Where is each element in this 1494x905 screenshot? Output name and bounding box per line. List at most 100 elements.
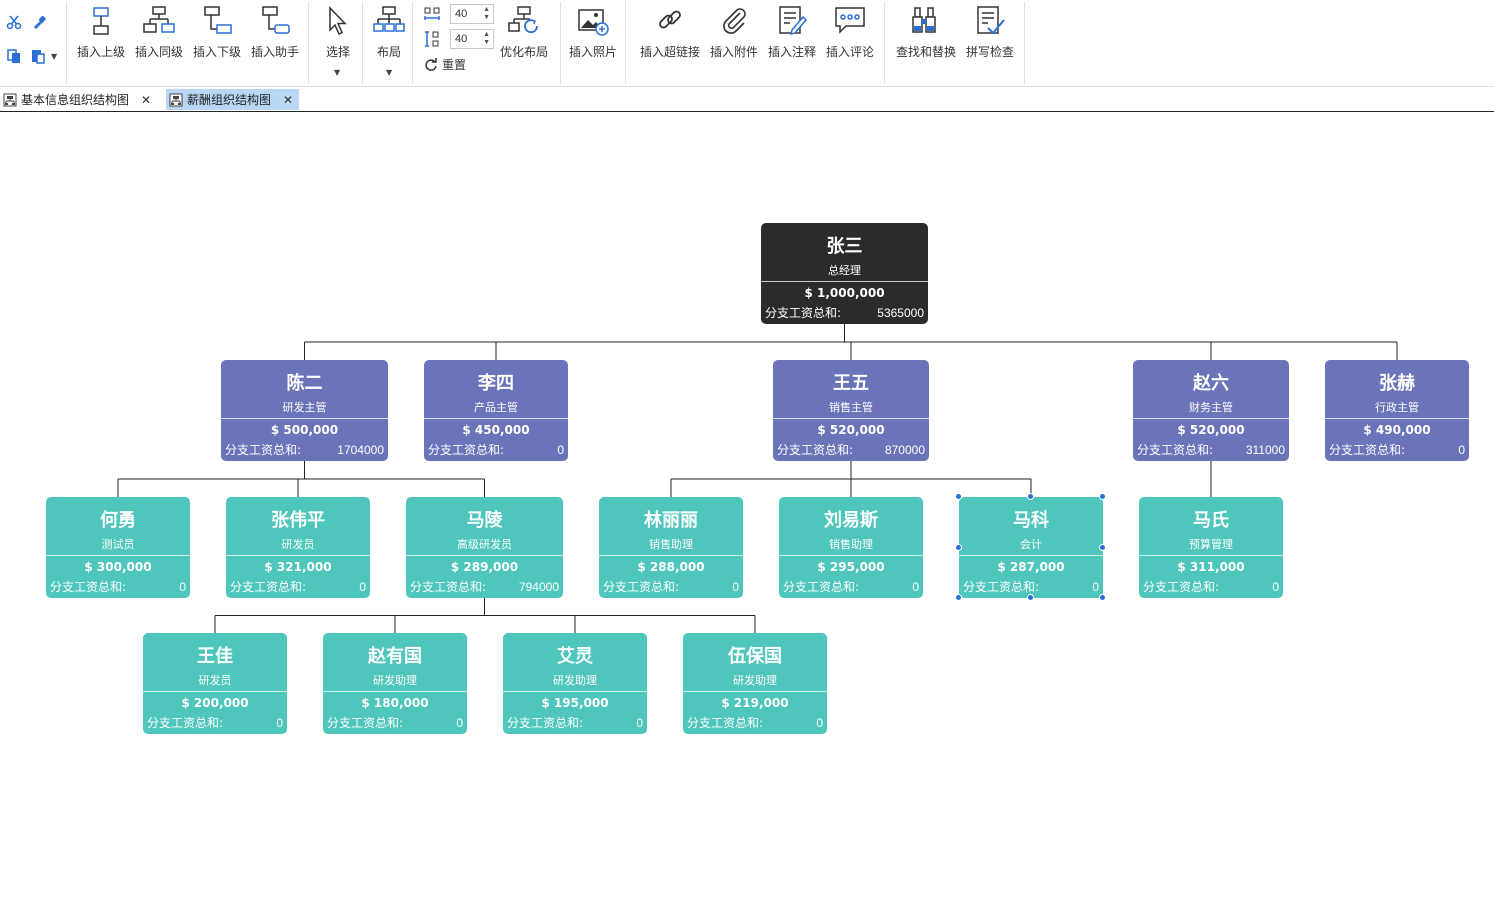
copy-icon[interactable] bbox=[6, 48, 22, 68]
insert-assistant-label: 插入助手 bbox=[251, 45, 300, 59]
spinner-arrows-icon[interactable]: ▲▼ bbox=[483, 6, 490, 21]
tab-label: 基本信息组织结构图 bbox=[21, 93, 130, 107]
insert-note-button[interactable]: 插入注释 bbox=[768, 4, 816, 66]
optimize-layout-button[interactable]: 优化布局 bbox=[500, 4, 548, 66]
insert-superior-button[interactable]: 插入上级 bbox=[77, 4, 125, 66]
select-button[interactable]: 选择 bbox=[322, 4, 354, 66]
node-name: 张三 bbox=[826, 236, 863, 257]
format-painter-icon[interactable] bbox=[31, 14, 47, 34]
selection-handle[interactable] bbox=[955, 543, 962, 551]
node-salary: $ 288,000 bbox=[637, 560, 705, 574]
node-name: 陈二 bbox=[286, 373, 323, 394]
node-divider bbox=[599, 555, 743, 556]
branch-sum-value: 311000 bbox=[1245, 443, 1285, 457]
insert-assistant-button[interactable]: 插入助手 bbox=[251, 4, 299, 66]
node-name: 王佳 bbox=[197, 646, 233, 667]
selection-handle[interactable] bbox=[1099, 543, 1106, 551]
paste-icon[interactable] bbox=[30, 48, 46, 68]
insert-subordinate-label: 插入下级 bbox=[193, 45, 242, 59]
horizontal-spacing-input[interactable]: 40 ▲▼ bbox=[450, 4, 494, 24]
node-divider bbox=[323, 691, 467, 692]
insert-comment-button[interactable]: 插入评论 bbox=[826, 4, 874, 66]
insert-sibling-button[interactable]: 插入同级 bbox=[135, 4, 183, 66]
insert-superior-label: 插入上级 bbox=[77, 45, 126, 59]
tab-basic-info-chart[interactable]: 基本信息组织结构图 ✕ bbox=[0, 89, 157, 110]
node-title: 研发助理 bbox=[553, 674, 597, 687]
insert-attachment-button[interactable]: 插入附件 bbox=[710, 4, 758, 66]
layout-button[interactable]: 布局 bbox=[373, 4, 405, 66]
node-branch-sum: 分支工资总和:311000 bbox=[1133, 441, 1289, 461]
node-branch-sum: 分支工资总和:0 bbox=[424, 441, 568, 461]
branch-sum-value: 5365000 bbox=[877, 306, 924, 320]
select-dropdown-icon[interactable]: ▼ bbox=[334, 68, 341, 77]
node-branch-sum: 分支工资总和:0 bbox=[1139, 578, 1283, 598]
paste-dropdown-icon[interactable]: ▼ bbox=[51, 52, 58, 61]
comment-bubble-icon bbox=[835, 7, 865, 34]
cut-icon[interactable] bbox=[6, 14, 22, 34]
insert-attachment-label: 插入附件 bbox=[710, 45, 759, 59]
find-replace-button[interactable]: 查找和替换 bbox=[896, 4, 956, 66]
branch-sum-label: 分支工资总和: bbox=[765, 306, 842, 320]
branch-sum-value: 0 bbox=[636, 716, 643, 730]
node-name: 李四 bbox=[478, 373, 514, 394]
selection-handle[interactable] bbox=[1027, 594, 1034, 601]
selection-handle[interactable] bbox=[1099, 594, 1106, 601]
node-title: 会计 bbox=[1020, 538, 1042, 551]
tab-salary-chart[interactable]: 薪酬组织结构图 ✕ bbox=[166, 89, 300, 110]
node-divider bbox=[683, 691, 827, 692]
node-divider bbox=[424, 418, 568, 419]
close-icon[interactable]: ✕ bbox=[141, 92, 152, 107]
node-divider bbox=[779, 555, 923, 556]
node-branch-sum: 分支工资总和:1704000 bbox=[221, 441, 388, 461]
node-salary: $ 450,000 bbox=[462, 423, 530, 437]
close-icon[interactable]: ✕ bbox=[283, 92, 294, 107]
node-name: 赵有国 bbox=[368, 646, 422, 667]
node-salary: $ 321,000 bbox=[264, 560, 332, 574]
node-name: 林丽丽 bbox=[644, 510, 698, 531]
node-name: 马科 bbox=[1013, 510, 1049, 531]
node-name: 伍保国 bbox=[728, 646, 782, 667]
branch-sum-value: 1704000 bbox=[337, 443, 384, 457]
vertical-spacing-input[interactable]: 40 ▲▼ bbox=[450, 29, 494, 49]
selection-handle[interactable] bbox=[955, 594, 962, 601]
layout-dropdown-icon[interactable]: ▼ bbox=[386, 68, 393, 77]
reset-button[interactable]: 重置 bbox=[424, 56, 466, 73]
insert-sibling-label: 插入同级 bbox=[135, 45, 184, 59]
insert-photo-button[interactable]: 插入照片 bbox=[569, 4, 617, 66]
org-chart-doc-icon bbox=[169, 93, 183, 106]
selection-handle[interactable] bbox=[1027, 493, 1034, 500]
branch-sum-label: 分支工资总和: bbox=[1329, 443, 1406, 457]
branch-sum-value: 870000 bbox=[884, 443, 925, 457]
node-salary: $ 289,000 bbox=[450, 560, 519, 574]
spell-check-button[interactable]: 拼写检查 bbox=[966, 4, 1014, 66]
selection-handle[interactable] bbox=[955, 493, 962, 500]
branch-sum-label: 分支工资总和: bbox=[147, 716, 224, 730]
spinner-arrows-icon[interactable]: ▲▼ bbox=[483, 31, 490, 46]
spell-check-icon bbox=[977, 6, 1005, 35]
selection-handle[interactable] bbox=[1099, 493, 1106, 500]
node-name: 何勇 bbox=[100, 510, 136, 531]
node-divider bbox=[503, 691, 647, 692]
insert-hyperlink-button[interactable]: 插入超链接 bbox=[640, 4, 700, 66]
node-branch-sum: 分支工资总和:0 bbox=[503, 714, 647, 734]
insert-subordinate-button[interactable]: 插入下级 bbox=[193, 4, 241, 66]
node-salary: $ 500,000 bbox=[270, 423, 339, 437]
